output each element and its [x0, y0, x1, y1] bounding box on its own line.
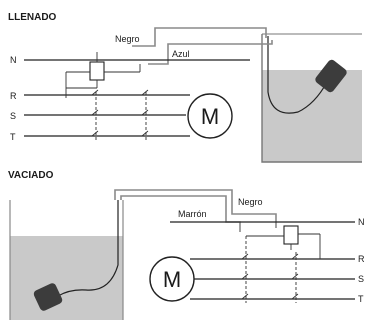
motor-label-top: M: [201, 104, 219, 129]
supply-lines-top: N R S T: [10, 55, 250, 142]
line-label-t-top: T: [10, 132, 16, 142]
title-llenado: LLENADO: [8, 12, 57, 23]
line-label-n-bottom: N: [358, 217, 365, 227]
line-label-s-top: S: [10, 111, 16, 121]
motor-top: M: [187, 93, 233, 139]
contactor-bottom: [241, 225, 321, 303]
supply-lines-bottom: N R S T: [170, 217, 365, 304]
label-azul-top: Azul: [172, 49, 190, 59]
float-switch-vaciado: [33, 200, 119, 311]
wire-negro-bottom: [114, 189, 277, 228]
label-negro-top: Negro: [115, 34, 140, 44]
motor-bottom: M: [149, 256, 195, 302]
line-label-n-top: N: [10, 55, 17, 65]
contactor-top: [65, 52, 149, 140]
line-label-r-top: R: [10, 91, 17, 101]
label-marron-bottom: Marrón: [178, 209, 207, 219]
wire-negro-top: [132, 27, 267, 47]
wire-marron-bottom: [120, 195, 241, 232]
float-switch-llenado: [267, 36, 347, 114]
label-negro-bottom: Negro: [238, 197, 263, 207]
tank-vaciado: [9, 200, 124, 320]
title-vaciado: VACIADO: [8, 170, 54, 181]
wire-azul-top: [148, 40, 273, 65]
motor-label-bottom: M: [163, 267, 181, 292]
tank-llenado: [261, 33, 362, 163]
line-label-s-bottom: S: [358, 274, 364, 284]
line-label-r-bottom: R: [358, 254, 365, 264]
line-label-t-bottom: T: [358, 294, 364, 304]
